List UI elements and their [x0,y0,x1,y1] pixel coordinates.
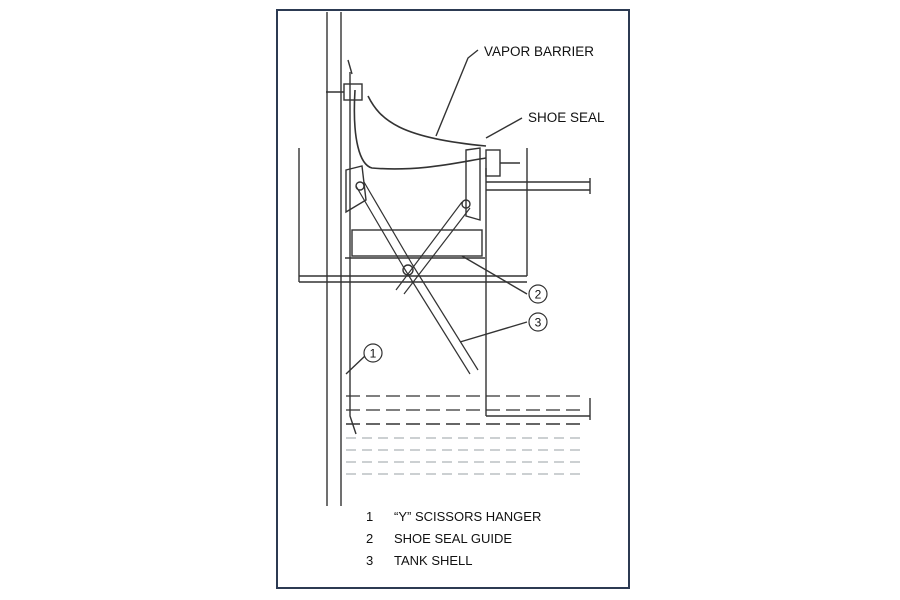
seal-block [351,229,483,257]
right-bolt [485,149,520,177]
leader-3 [459,321,528,343]
leader-1 [345,354,367,375]
svg-text:1: 1 [370,347,377,361]
svg-text:2: 2 [535,288,542,302]
vapor-barrier-label: VAPOR BARRIER [484,44,594,59]
shoe-plate [349,72,357,435]
scissors-pivot [402,264,414,276]
leader-2 [461,255,528,295]
shoe-seal-label: SHOE SEAL [528,110,605,125]
legend-num: 2 [366,531,374,546]
marker-3: 3 [528,312,548,332]
scissors-arm-3 [403,263,479,375]
svg-text:3: 3 [535,316,542,330]
upper-bolt [326,83,363,101]
marker-1: 1 [363,343,383,363]
legend-num: 1 [366,509,374,524]
legend-text: SHOE SEAL GUIDE [394,531,512,546]
legend-num: 3 [366,553,374,568]
hanger-bracket-left [345,165,367,214]
vapor-barrier [353,89,487,170]
legend-text: TANK SHELL [394,553,473,568]
scissors-arm-2 [395,201,471,295]
legend-text: “Y” SCISSORS HANGER [394,509,542,524]
liquid-level [346,395,584,425]
legend-item-3: 3 TANK SHELL [366,553,473,568]
scissors-arm-1 [355,181,413,269]
liquid-body [346,437,584,475]
leader-vapor-barrier [435,49,479,137]
hanger-bracket-right [465,147,481,221]
marker-2: 2 [528,284,548,304]
legend-item-1: 1 “Y” SCISSORS HANGER [366,509,541,524]
legend-item-2: 2 SHOE SEAL GUIDE [366,531,512,546]
leader-shoe-seal [485,117,523,139]
diagram-frame [276,9,630,589]
